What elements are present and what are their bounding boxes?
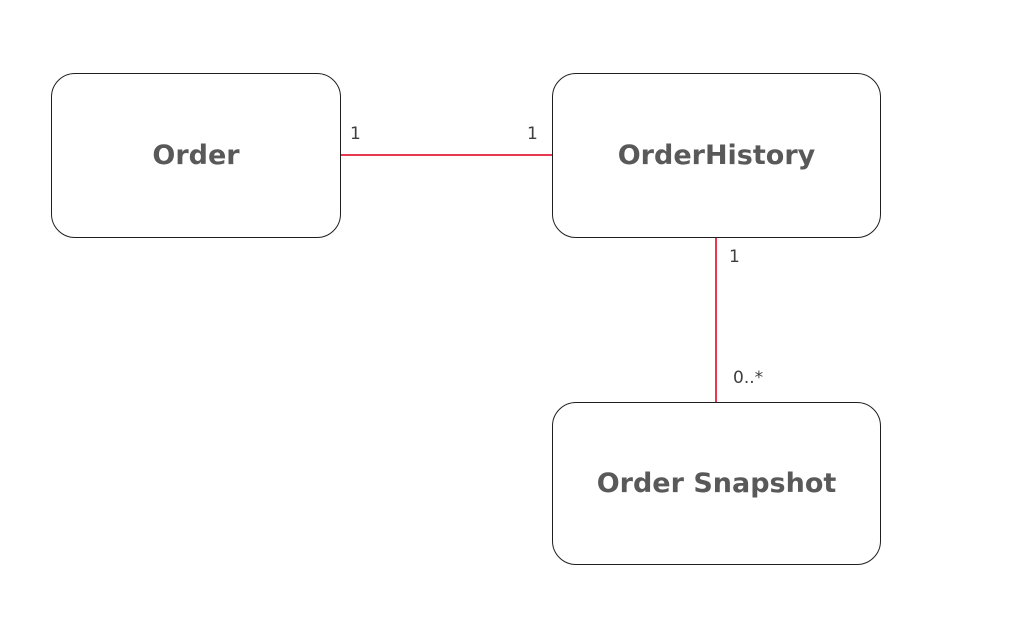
entity-order-snapshot-label: Order Snapshot xyxy=(596,468,837,499)
multiplicity-history-end: 1 xyxy=(527,124,538,144)
entity-order-history-box[interactable]: OrderHistory xyxy=(552,73,881,238)
entity-order-history-label: OrderHistory xyxy=(617,140,816,171)
entity-order-snapshot-box[interactable]: Order Snapshot xyxy=(552,402,881,565)
multiplicity-order-end: 1 xyxy=(350,124,361,144)
multiplicity-snapshot-end: 0..* xyxy=(733,368,764,388)
multiplicity-history-snapshot-end: 1 xyxy=(729,247,740,267)
entity-order-label: Order xyxy=(152,140,240,171)
association-history-to-snapshot-line[interactable] xyxy=(715,238,717,402)
entity-order-box[interactable]: Order xyxy=(51,73,341,238)
association-order-to-history-line[interactable] xyxy=(341,154,552,156)
